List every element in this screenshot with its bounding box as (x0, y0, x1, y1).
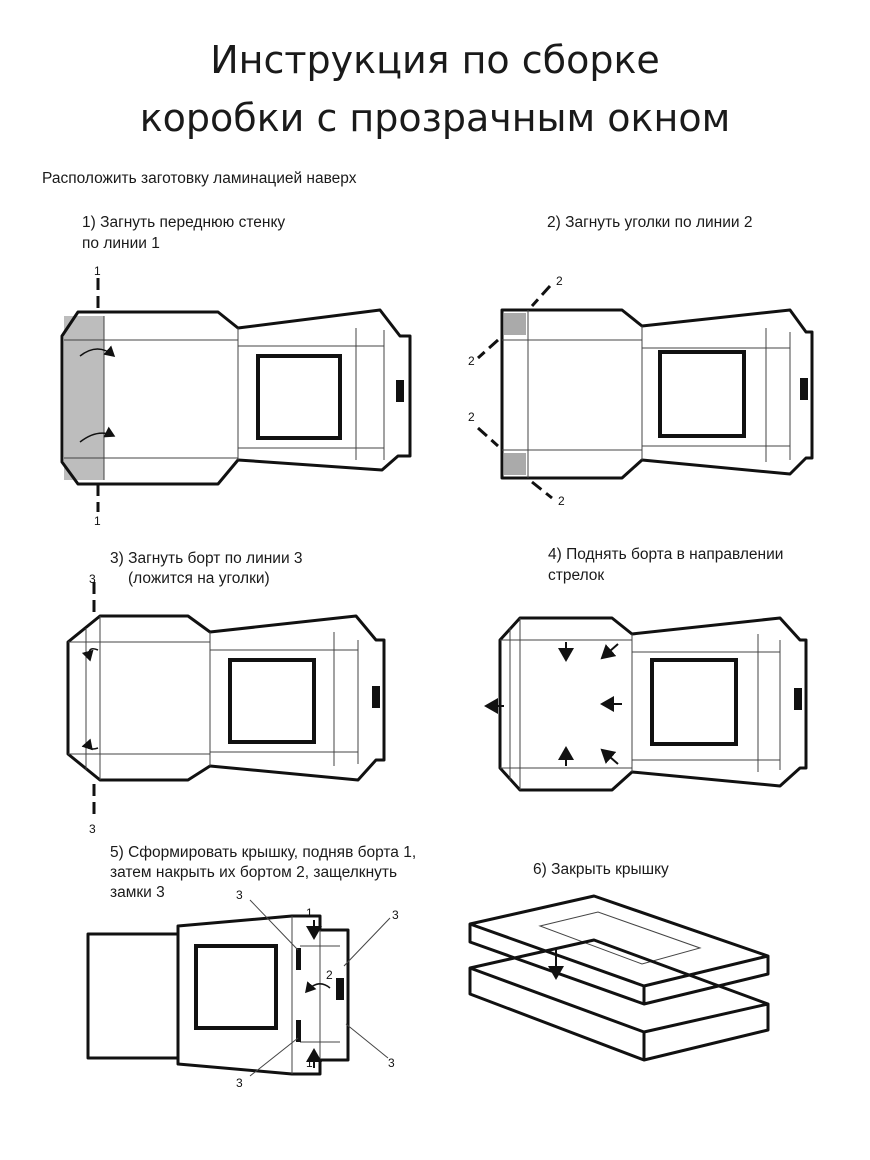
lid-window (538, 911, 702, 965)
lock-tab (396, 380, 404, 402)
page-title-line-1: Инструкция по сборке (210, 38, 660, 82)
fold-line-2-mark (476, 426, 500, 448)
lock-slot (296, 1020, 301, 1042)
fold-arrow-lower (81, 738, 99, 751)
fold-arrow-lower (79, 426, 116, 443)
box-blank-outline (66, 614, 386, 782)
fold-label-2: 2 (558, 494, 565, 508)
base-3d (468, 938, 770, 1062)
folded-corner-bottom (504, 453, 526, 475)
step-5-text-line-1: 5) Сформировать крышку, подняв борта 1, (110, 844, 417, 861)
clear-window (256, 354, 342, 440)
step-3-text-line-2: (ложится на уголки) (128, 570, 270, 587)
step-1-text-line-2: по линии 1 (82, 235, 160, 252)
fold-label-1: 1 (94, 514, 101, 528)
intro-instruction: Расположить заготовку ламинацией наверх (42, 170, 357, 187)
fold-arrow-side-2 (305, 981, 331, 994)
side-label-1: 1 (306, 906, 313, 920)
fold-arrow-upper (79, 345, 116, 357)
step-5-text-line-3: замки 3 (110, 884, 165, 901)
lid-fold-lines (291, 916, 340, 1074)
clear-window (194, 944, 278, 1030)
fold-label-2: 2 (468, 354, 475, 368)
step-2-text-line-1: 2) Загнуть уголки по линии 2 (547, 214, 753, 231)
figure-step-6 (468, 894, 770, 1062)
front-wall-shaded-panel (64, 316, 104, 480)
clear-window (228, 658, 316, 744)
side-label-1: 1 (306, 1056, 313, 1070)
fold-lines (500, 618, 781, 790)
fold-arrow-upper (81, 648, 99, 662)
step-1-text-line-1: 1) Загнуть переднюю стенку (82, 214, 286, 231)
lock-tab (336, 978, 344, 1000)
fold-label-2: 2 (556, 274, 563, 288)
clear-window (658, 350, 746, 438)
fold-line-2-mark (531, 480, 553, 500)
box-blank-outline (60, 308, 412, 486)
figure-step-5 (86, 899, 391, 1077)
fold-label-3: 3 (89, 822, 96, 836)
lock-tab (372, 686, 380, 708)
lock-slot (296, 948, 301, 970)
fold-label-2: 2 (468, 410, 475, 424)
raise-arrow-diagonal-top (600, 643, 619, 660)
fold-label-1: 1 (94, 264, 101, 278)
fold-line-2-mark (476, 338, 500, 360)
lock-label-3: 3 (236, 1076, 243, 1090)
callout-lock-3 (345, 1023, 389, 1059)
clear-window (650, 658, 738, 746)
lock-label-3: 3 (388, 1056, 395, 1070)
lid-outline (176, 914, 350, 1076)
box-blank-outline (498, 616, 808, 792)
lock-label-3: 3 (392, 908, 399, 922)
callout-lock-3 (343, 917, 391, 967)
box-base (86, 932, 180, 1060)
step-4-text-line-2: стрелок (548, 567, 605, 584)
fold-label-3: 3 (89, 572, 96, 586)
lid-3d (468, 894, 770, 1006)
step-4-text-line-1: 4) Поднять борта в направлении (548, 546, 784, 563)
folded-corner-top (504, 313, 526, 335)
step-5-text-line-2: затем накрыть их бортом 2, защелкнуть (110, 864, 398, 881)
fold-lines (64, 316, 385, 480)
side-label-2: 2 (326, 968, 333, 982)
fold-lines (68, 616, 359, 780)
figure-step-2 (476, 284, 814, 500)
fold-lines (502, 310, 791, 478)
callout-lock-3 (249, 899, 299, 951)
lock-label-3: 3 (236, 888, 243, 902)
callout-lock-3 (249, 1037, 299, 1077)
figure-step-4 (484, 616, 808, 792)
raise-arrow-diagonal-bottom (600, 748, 619, 765)
figure-step-3 (66, 582, 386, 818)
figure-step-1 (60, 278, 412, 512)
fold-line-2-mark (530, 284, 552, 308)
lock-tab (794, 688, 802, 710)
lock-tab (800, 378, 808, 400)
step-3-text-line-1: 3) Загнуть борт по линии 3 (110, 550, 303, 567)
page-title-line-2: коробки с прозрачным окном (139, 96, 731, 140)
step-6-text-line-1: 6) Закрыть крышку (533, 861, 669, 878)
